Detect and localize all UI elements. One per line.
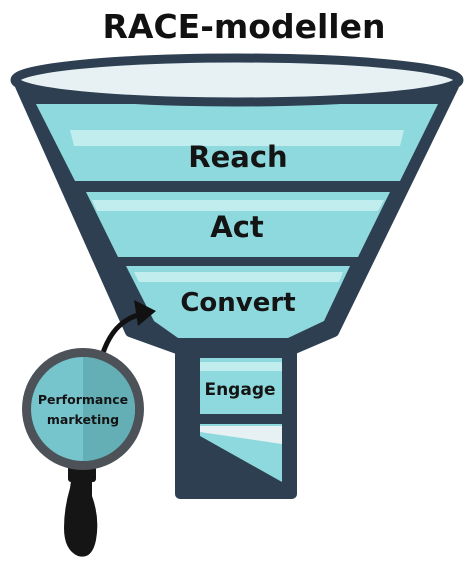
- funnel: Reach Act Convert Engage: [10, 53, 464, 499]
- reach-band-highlight: [70, 130, 404, 146]
- magnifier-lens-shade: [83, 357, 135, 461]
- magnifier-label-line1: Performance: [38, 392, 128, 407]
- diagram-title: RACE-modellen: [103, 7, 386, 46]
- convert-band-highlight: [134, 272, 343, 282]
- act-band-highlight: [92, 200, 384, 211]
- stage-reach: Reach: [36, 104, 438, 181]
- engage-band-highlight: [200, 362, 282, 371]
- spout-tip-white: [200, 426, 282, 444]
- pointer-arrow: [99, 300, 156, 359]
- stage-act: Act: [86, 192, 390, 257]
- magnifier-label-line2: marketing: [47, 412, 119, 427]
- convert-label: Convert: [180, 288, 295, 318]
- arrow-head: [134, 300, 156, 326]
- engage-band: [200, 358, 282, 414]
- stage-engage: Engage: [200, 358, 282, 482]
- magnifying-glass-icon: Performance marketing: [22, 348, 144, 557]
- stage-convert: Convert: [126, 266, 350, 338]
- magnifier-handle: [64, 474, 98, 557]
- act-label: Act: [210, 210, 264, 244]
- reach-label: Reach: [188, 140, 287, 174]
- funnel-rim: [10, 53, 464, 107]
- engage-label: Engage: [204, 380, 275, 400]
- convert-band: [126, 266, 350, 338]
